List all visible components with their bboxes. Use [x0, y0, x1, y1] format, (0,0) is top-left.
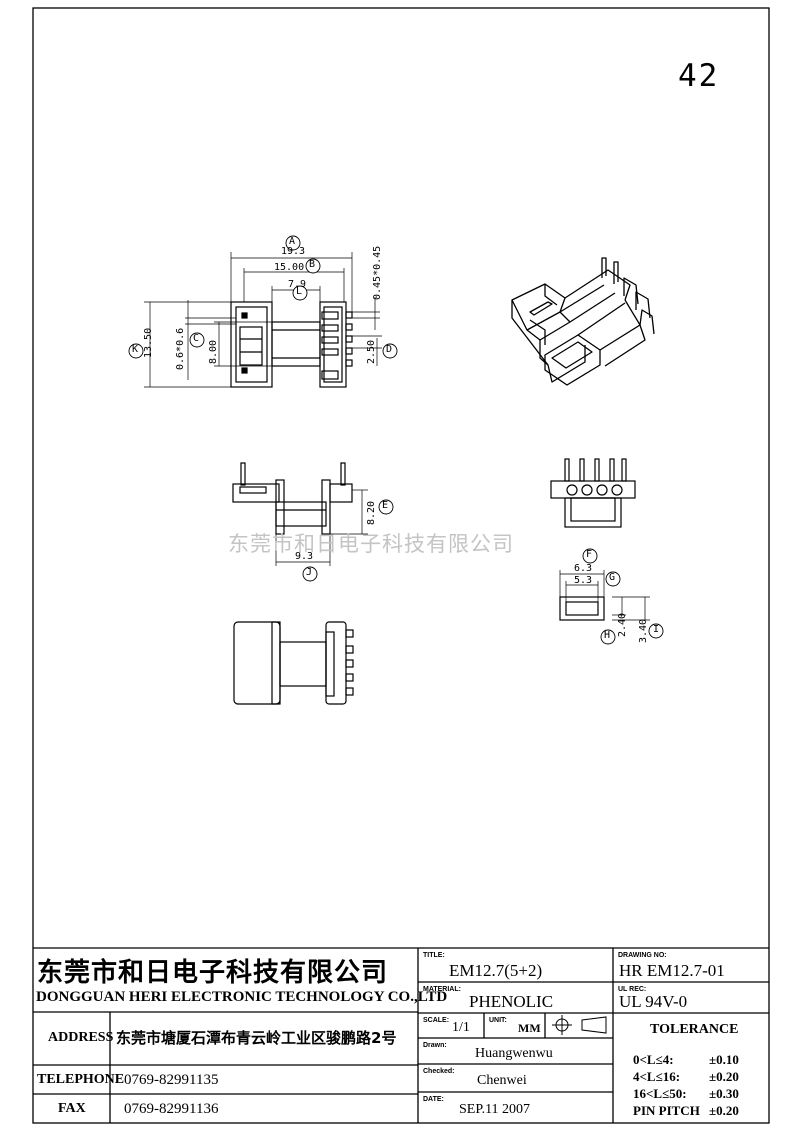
- dim-pin-top-value: 0.45*0.45: [372, 245, 383, 300]
- label-G: G: [609, 572, 616, 583]
- label-I: I: [653, 624, 660, 635]
- drawn-label: Drawn:: [423, 1042, 447, 1049]
- ul-rec-value: UL 94V-0: [619, 992, 688, 1011]
- unit-value: MM: [518, 1021, 541, 1035]
- scale-value: 1/1: [452, 1020, 470, 1035]
- tolerance-value-3: ±0.30: [709, 1086, 739, 1101]
- projection-symbol: [552, 1015, 607, 1035]
- address-label: ADDRESS: [48, 1030, 114, 1045]
- material-label: MATERIAL:: [423, 986, 461, 993]
- dim-8-value: 8.00: [208, 339, 219, 364]
- dim-B-value: 15.00: [274, 262, 305, 273]
- end-view: [550, 458, 636, 528]
- tolerance-value-4: ±0.20: [709, 1103, 739, 1118]
- page-number: 42: [678, 58, 720, 94]
- tolerance-value-2: ±0.20: [709, 1069, 739, 1084]
- address-value: 东莞市塘厦石潭布青云岭工业区骏鹏路2号: [116, 1029, 397, 1047]
- date-value: SEP.11 2007: [459, 1102, 531, 1117]
- dim-J-value: 9.3: [295, 551, 314, 562]
- tolerance-range-2: 4<L≤16:: [633, 1069, 681, 1084]
- company-name-cn: 东莞市和日电子科技有限公司: [37, 958, 389, 988]
- date-label: DATE:: [423, 1096, 444, 1103]
- label-H: H: [604, 630, 611, 641]
- company-name-en: DONGGUAN HERI ELECTRONIC TECHNOLOGY CO.,…: [36, 989, 448, 1005]
- material-value: PHENOLIC: [469, 992, 554, 1011]
- title-label: TITLE:: [423, 952, 445, 959]
- checked-label: Checked:: [423, 1068, 455, 1075]
- label-K: K: [132, 344, 139, 355]
- tolerance-range-3: 16<L≤50:: [633, 1086, 687, 1101]
- scale-label: SCALE:: [423, 1017, 450, 1024]
- bottom-view: [233, 621, 354, 705]
- telephone-label: TELEPHONE: [37, 1072, 125, 1087]
- dim-K-value: 13.50: [143, 327, 154, 358]
- label-A: A: [289, 236, 296, 247]
- dim-C-value: 0.6*0.6: [175, 327, 186, 370]
- tolerance-value-1: ±0.10: [709, 1052, 739, 1067]
- drawing-no-label: DRAWING NO:: [618, 952, 667, 959]
- dim-I-value: 3.40: [638, 618, 649, 643]
- label-J: J: [306, 567, 313, 578]
- dim-G-value: 5.3: [574, 575, 593, 586]
- telephone-value: 0769-82991135: [124, 1072, 219, 1088]
- detail-view: [559, 596, 605, 621]
- label-F: F: [586, 549, 593, 560]
- checked-value: Chenwei: [477, 1073, 527, 1088]
- watermark: 东莞市和日电子科技有限公司: [228, 532, 514, 556]
- fax-label: FAX: [58, 1101, 86, 1116]
- label-B: B: [309, 259, 316, 270]
- dim-H-value: 2.40: [617, 612, 628, 637]
- title-value: EM12.7(5+2): [449, 961, 543, 980]
- title-block-lines: [33, 947, 769, 1123]
- dim-F-value: 6.3: [574, 563, 593, 574]
- side-view: [232, 462, 353, 535]
- drawn-value: Huangwenwu: [475, 1046, 553, 1061]
- top-view-dimensions: [144, 252, 382, 388]
- tolerance-title: TOLERANCE: [650, 1022, 739, 1037]
- label-E: E: [382, 500, 389, 511]
- unit-label: UNIT:: [489, 1017, 507, 1024]
- top-view: [230, 301, 353, 388]
- drawing-no-value: HR EM12.7-01: [619, 961, 725, 980]
- dim-A-value: 19.3: [281, 246, 306, 257]
- tolerance-range-4: PIN PITCH: [633, 1103, 700, 1118]
- ul-rec-label: UL REC:: [618, 986, 647, 993]
- dim-L-value: 7.9: [288, 279, 307, 290]
- tolerance-range-1: 0<L≤4:: [633, 1052, 674, 1067]
- label-C: C: [193, 333, 200, 344]
- label-L: L: [296, 286, 303, 297]
- fax-value: 0769-82991136: [124, 1101, 219, 1117]
- isometric-view: [511, 257, 655, 386]
- dim-D-value: 2.50: [366, 339, 377, 364]
- dim-E-value: 8.20: [366, 500, 377, 525]
- label-D: D: [386, 344, 393, 355]
